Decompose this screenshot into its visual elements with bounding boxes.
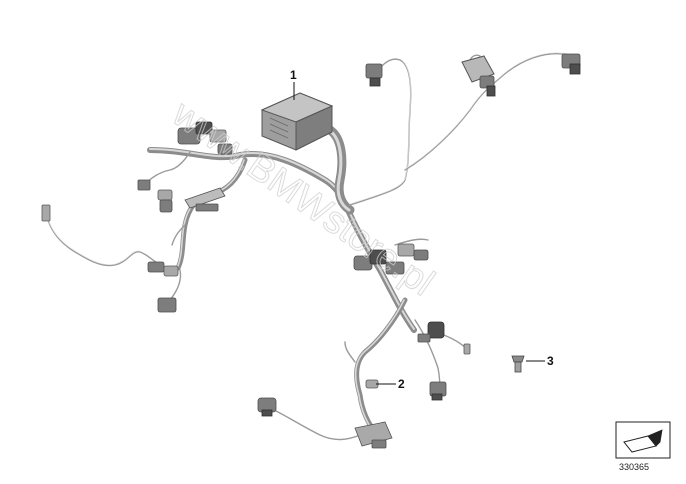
- connector-upper-left-cluster: [177, 121, 233, 155]
- callout-2-label: 2: [398, 377, 405, 391]
- connector-left-small: [137, 179, 173, 213]
- connector-center-junction: [353, 243, 429, 275]
- screw-part: [511, 355, 525, 373]
- connector-mid-left-bracket: [184, 187, 226, 212]
- connector-lower-right: [429, 381, 447, 401]
- connector-right-middle: [417, 321, 445, 343]
- connector-top-center: [365, 63, 383, 87]
- reference-number: 330365: [619, 462, 649, 472]
- callout-2: 2: [376, 377, 405, 391]
- callout-1-label: 1: [290, 68, 297, 82]
- connector-bottom-left: [257, 397, 277, 417]
- callout-3-label: 3: [547, 354, 554, 368]
- connector-right-end: [463, 343, 471, 355]
- connector-top-right-bracket: [461, 55, 496, 97]
- callout-3: 3: [526, 354, 554, 368]
- connector-far-left: [41, 204, 51, 222]
- connectors: [41, 53, 581, 449]
- control-unit-housing: [260, 92, 334, 151]
- connector-bottom-clamp: [354, 421, 393, 449]
- connector-lower-left: [147, 261, 179, 313]
- callout-1: 1: [290, 68, 297, 100]
- thin-wires: [47, 52, 571, 441]
- direction-arrow-icon: [615, 421, 671, 459]
- connector-top-far-right: [561, 53, 581, 75]
